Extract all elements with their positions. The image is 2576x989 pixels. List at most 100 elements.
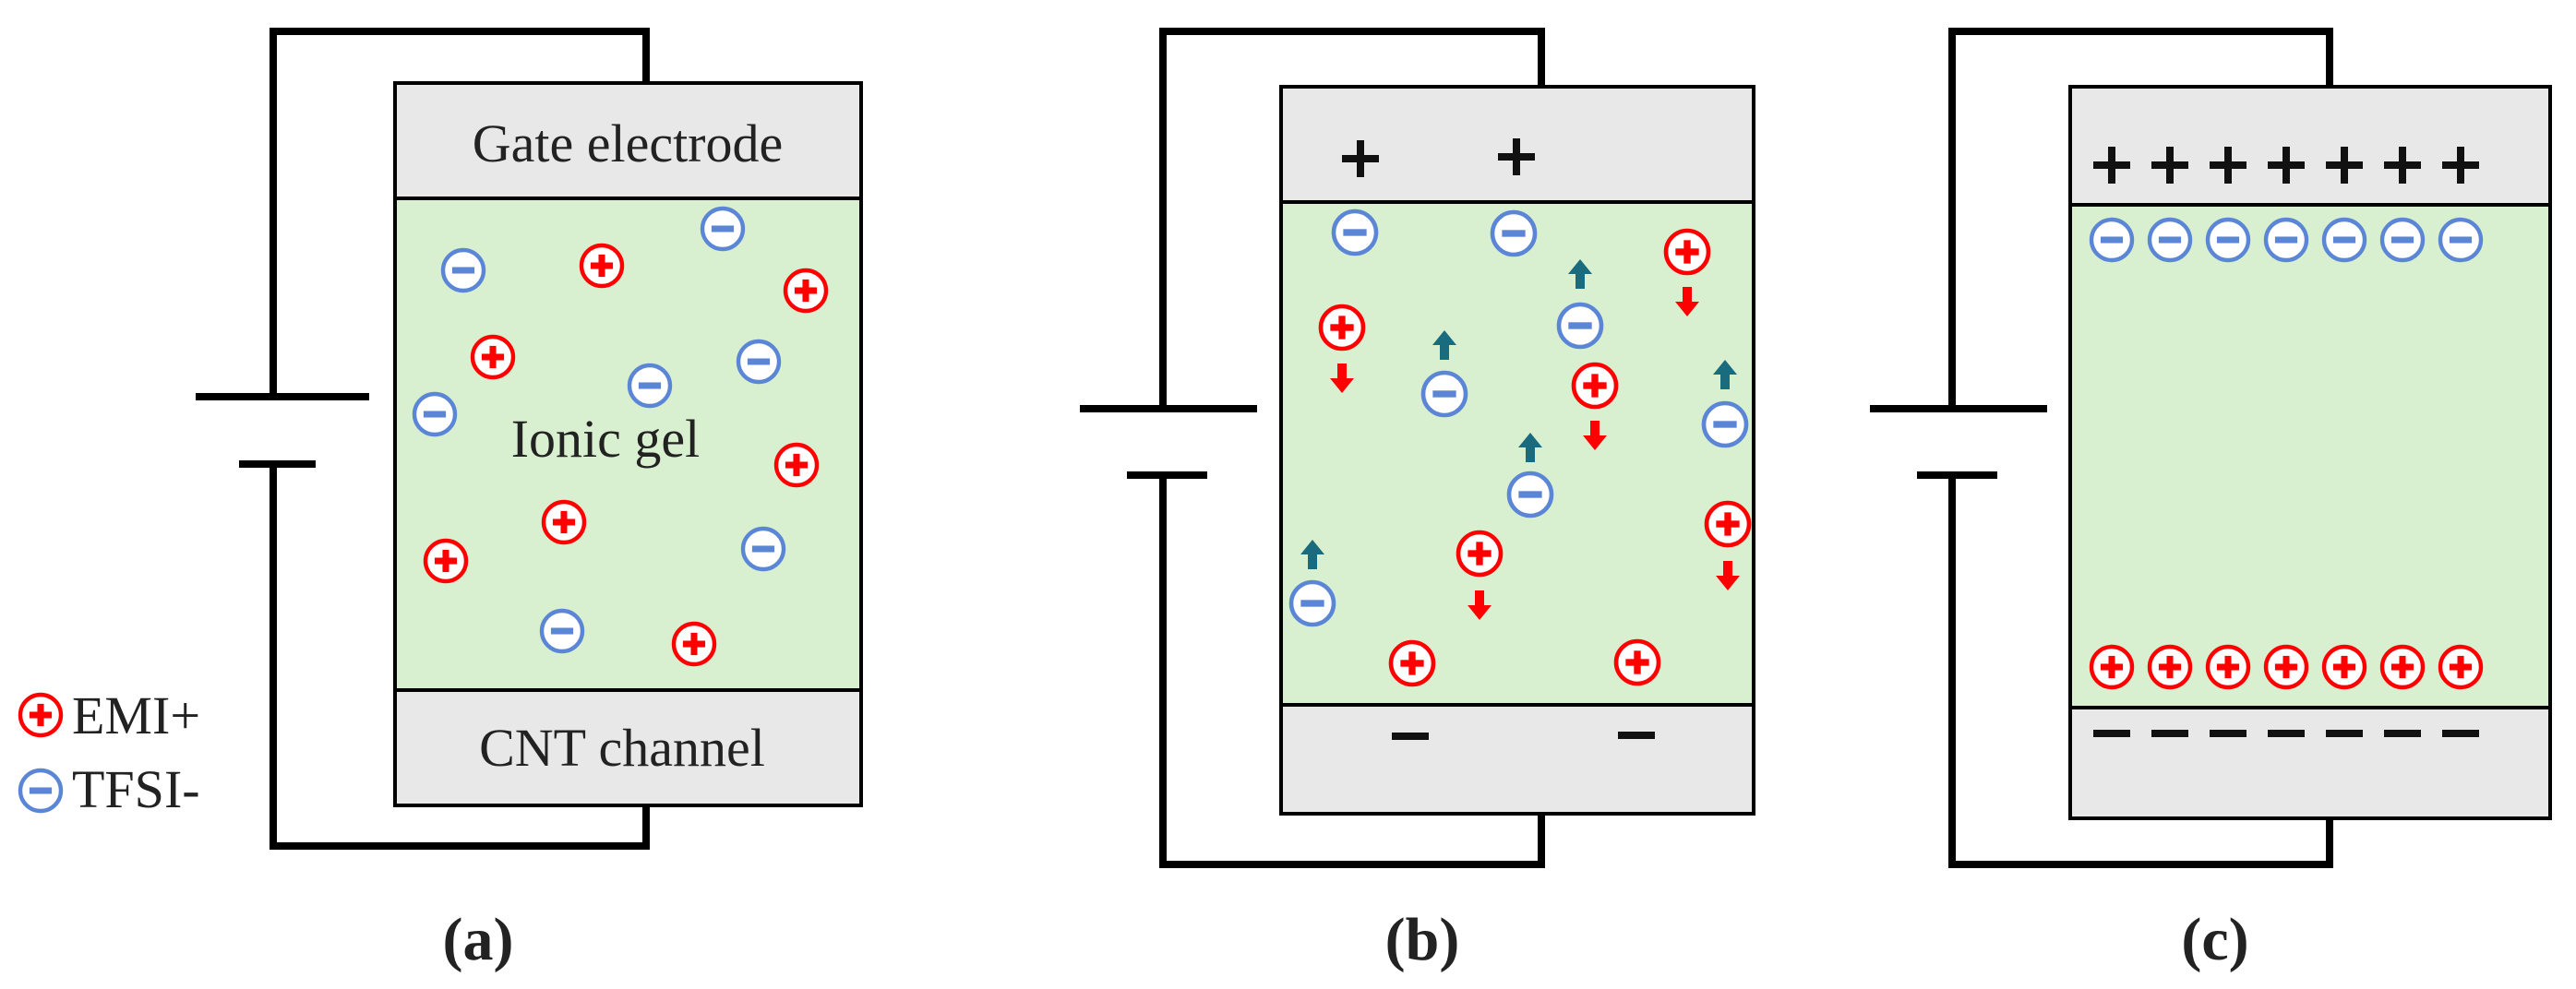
cation-icon: [773, 442, 820, 488]
anion-icon: [2379, 217, 2426, 263]
anion-icon: [736, 339, 782, 385]
anion-icon: [1701, 400, 1749, 448]
panel-c-cnt-channel: [2068, 706, 2552, 820]
arrow-up-icon: [1432, 330, 1456, 360]
cation-icon: [2205, 644, 2251, 690]
anion-icon: [1490, 209, 1538, 257]
cation-icon: [783, 268, 829, 314]
anion-icon: [2147, 217, 2193, 263]
anion-icon: [2089, 217, 2135, 263]
anion-icon: [539, 608, 585, 654]
negative-charge-sign: [1392, 733, 1429, 740]
legend-cation-icon: [18, 692, 64, 738]
legend-anion-icon: [18, 768, 64, 814]
panel-a-circuit-wire: [270, 28, 650, 850]
panel-b: (b): [1080, 28, 1755, 973]
cation-icon: [423, 538, 469, 584]
negative-charge-sign: [2326, 730, 2363, 737]
anion-icon: [2321, 217, 2367, 263]
panel-a-gel-label: Ionic gel: [511, 409, 701, 469]
anion-icon: [412, 391, 458, 437]
panel-b-ions: [1288, 209, 1752, 687]
negative-charge-sign: [2442, 730, 2479, 737]
anion-icon: [440, 247, 486, 293]
panel-c-gate-electrode: [2068, 85, 2552, 207]
positive-charge-sign: [2268, 147, 2305, 184]
cation-icon: [1613, 638, 1661, 686]
arrow-down-icon: [1468, 590, 1492, 620]
positive-charge-sign: [2210, 147, 2247, 184]
panel-b-charge-signs: [1342, 138, 1655, 740]
panel-c-ions: [2089, 217, 2484, 690]
negative-charge-sign: [1618, 732, 1655, 739]
legend-anion-icon: [18, 768, 64, 814]
panel-c-circuit-wire: [1948, 28, 2333, 868]
anion-icon: [1556, 302, 1604, 350]
arrow-down-icon: [1330, 363, 1354, 393]
anion-icon: [1331, 209, 1379, 256]
panel-b-ionic-gel: [1279, 200, 1755, 707]
panel-b-battery-icon: [1080, 405, 1257, 479]
anion-icon: [2205, 217, 2251, 263]
panel-c-battery-icon: [1870, 405, 2047, 479]
panel-a-gate-label: Gate electrode: [473, 113, 784, 173]
panel-c: (c): [1870, 28, 2552, 973]
positive-charge-sign: [1498, 138, 1535, 175]
panel-a-cnt-channel: [393, 688, 863, 807]
anion-icon: [2263, 217, 2309, 263]
arrow-up-icon: [1713, 360, 1737, 389]
cation-icon: [2321, 644, 2367, 690]
cation-icon: [1704, 500, 1752, 548]
positive-charge-sign: [2151, 147, 2188, 184]
legend: EMI+ TFSI-: [18, 685, 200, 819]
positive-charge-sign: [2326, 147, 2363, 184]
panel-b-circuit-wire: [1159, 28, 1545, 868]
cation-icon: [2438, 644, 2484, 690]
panel-a-gate-electrode: [393, 81, 863, 200]
positive-charge-sign: [2384, 147, 2421, 184]
cation-icon: [579, 243, 625, 289]
arrow-up-icon: [1568, 259, 1592, 289]
anion-icon: [2438, 217, 2484, 263]
cation-icon: [2263, 644, 2309, 690]
arrow-down-icon: [1716, 561, 1740, 590]
negative-charge-sign: [2384, 730, 2421, 737]
panel-a-caption: (a): [443, 906, 514, 973]
cation-icon: [541, 499, 587, 545]
cation-icon: [1663, 228, 1711, 276]
negative-charge-sign: [2151, 730, 2188, 737]
positive-charge-sign: [1342, 140, 1379, 177]
panel-c-ionic-gel: [2068, 203, 2552, 709]
panel-a-battery-icon: [196, 393, 369, 468]
cation-icon: [671, 621, 717, 667]
panel-a-channel-label: CNT channel: [479, 718, 765, 778]
cation-icon: [1318, 304, 1366, 352]
legend-anion-label: TFSI-: [72, 759, 200, 819]
arrow-up-icon: [1300, 540, 1324, 569]
anion-icon: [1420, 370, 1468, 418]
negative-charge-sign: [2093, 730, 2130, 737]
negative-charge-sign: [2268, 730, 2305, 737]
positive-charge-sign: [2442, 147, 2479, 184]
legend-cation-icon: [18, 692, 64, 738]
panel-c-charge-signs: [2093, 147, 2479, 737]
panel-a: Gate electrode Ionic gel CNT channel (a): [196, 28, 863, 973]
anion-icon: [700, 206, 746, 252]
panel-a-ions: [412, 206, 829, 667]
cation-icon: [1456, 530, 1504, 578]
panel-b-caption: (b): [1385, 906, 1460, 973]
arrow-down-icon: [1583, 421, 1607, 450]
cation-icon: [2379, 644, 2426, 690]
negative-charge-sign: [2210, 730, 2247, 737]
cation-icon: [2089, 644, 2135, 690]
cation-icon: [1571, 362, 1619, 410]
panel-b-cnt-channel: [1279, 703, 1755, 816]
anion-icon: [1506, 471, 1554, 518]
cation-icon: [470, 334, 516, 380]
positive-charge-sign: [2093, 147, 2130, 184]
anion-icon: [1288, 579, 1336, 627]
arrow-up-icon: [1518, 433, 1542, 462]
anion-icon: [627, 363, 673, 409]
